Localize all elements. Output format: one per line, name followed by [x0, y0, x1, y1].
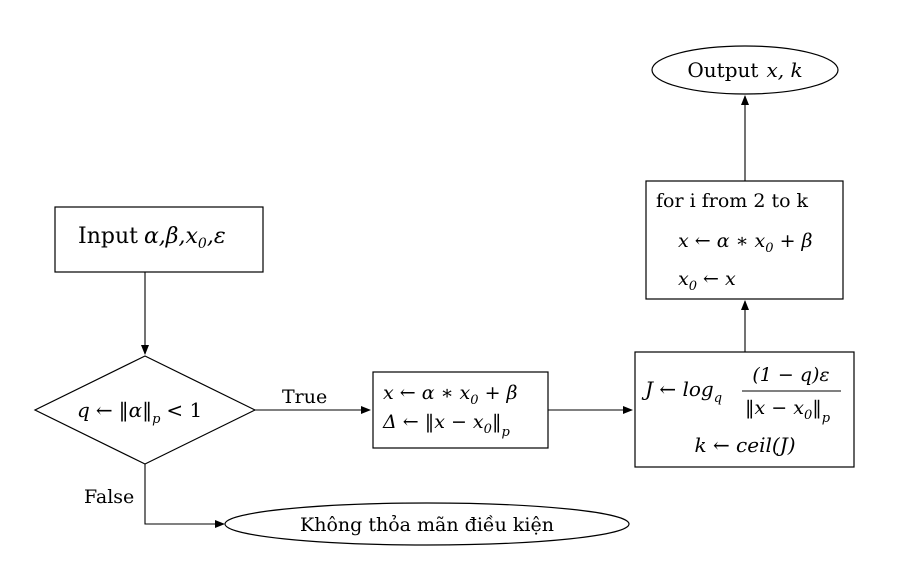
j-den-subscript: 0	[804, 408, 812, 423]
decision-norm: ‖α‖	[119, 398, 153, 423]
output-node: Output x, k	[651, 45, 839, 95]
j-numerator: (1 − q)ε	[752, 364, 829, 386]
j-lhs: J ← logq	[641, 377, 722, 406]
false-label: False	[84, 486, 134, 508]
j-den-main: ‖x − x	[745, 397, 804, 419]
loop-line1-subscript: 0	[765, 241, 773, 256]
input-x-subscript: 0	[198, 236, 207, 252]
assign-node: x ← α ∗ x0 + β Δ ← ‖x − x0‖p	[372, 371, 549, 449]
loop-header: for i from 2 to k	[656, 190, 809, 212]
assign-line2-close: ‖	[492, 411, 502, 433]
loop-line2-subscript: 0	[689, 279, 697, 294]
j-node: J ← logq (1 − q)ε ‖x − x0‖p k ← ceil(J)	[634, 351, 855, 468]
j-k-line: k ← ceil(J)	[694, 433, 795, 457]
assign-line2-subscript: 0	[484, 422, 492, 437]
fail-node: Không thỏa mãn điều kiện	[224, 502, 630, 546]
loop-node: for i from 2 to k x ← α ∗ x0 + β x0 ← x	[645, 180, 844, 300]
input-vars: α,β,x	[144, 224, 199, 249]
assign-line2-main: Δ ← ‖x − x	[382, 411, 484, 433]
assign-line1-subscript: 0	[470, 393, 478, 408]
input-epsilon: ,ε	[207, 224, 226, 249]
output-label: Output x, k	[687, 58, 802, 82]
decision-q: q	[77, 398, 90, 422]
decision-label: q←‖α‖p < 1	[77, 398, 202, 427]
j-den-p: p	[822, 411, 831, 426]
loop-line2-tail: ← x	[697, 268, 736, 290]
loop-line2: x0 ← x	[678, 268, 736, 294]
decision-arrow: ←	[96, 398, 113, 422]
decision-p-subscript: p	[152, 412, 161, 427]
assign-line2: Δ ← ‖x − x0‖p	[382, 411, 510, 440]
loop-line1: x ← α ∗ x0 + β	[678, 230, 813, 256]
output-word: Output	[687, 58, 758, 82]
loop-line2-main: x	[678, 268, 689, 290]
assign-line1-main: x ← α ∗ x	[383, 382, 471, 404]
loop-line1-main: x ← α ∗ x	[678, 230, 766, 252]
decision-node: q←‖α‖p < 1	[33, 355, 257, 465]
true-label: True	[282, 386, 327, 408]
decision-comparison: < 1	[166, 398, 202, 422]
loop-line1-tail: + β	[774, 230, 813, 252]
j-denominator: ‖x − x0‖p	[745, 397, 831, 426]
arrow-false	[144, 464, 225, 528]
j-log-subscript: q	[714, 391, 722, 406]
assign-line2-p: p	[501, 425, 510, 440]
assign-line1: x ← α ∗ x0 + β	[383, 382, 518, 408]
output-vars: x, k	[766, 58, 802, 82]
j-log: J ← log	[641, 377, 714, 401]
assign-line1-tail: + β	[479, 382, 518, 404]
input-prefix: Input	[78, 224, 138, 249]
j-den-close: ‖	[812, 397, 822, 419]
fail-label: Không thỏa mãn điều kiện	[300, 514, 554, 536]
